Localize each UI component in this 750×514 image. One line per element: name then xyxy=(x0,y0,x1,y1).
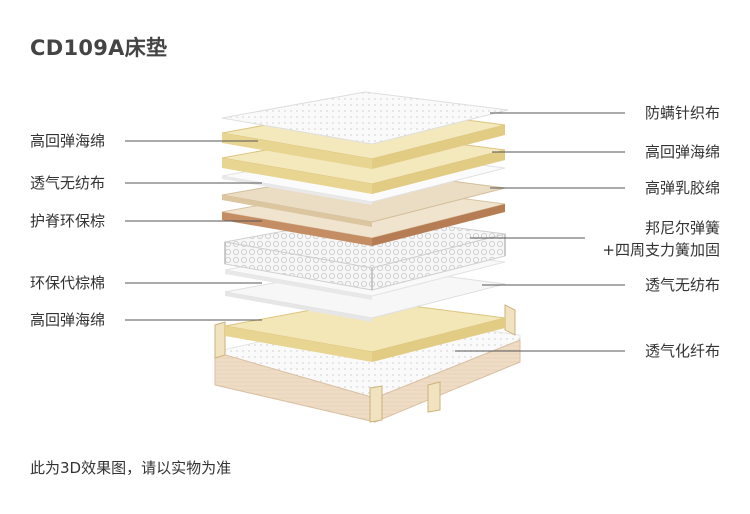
label-left-eco-palm: 护脊环保棕 xyxy=(30,211,105,231)
label-right-breathable-nonwoven: 透气无纺布 xyxy=(645,275,720,295)
label-right-anti-mite-knit: 防螨针织布 xyxy=(645,103,720,123)
label-left-high-resilience-foam-2: 高回弹海绵 xyxy=(30,310,105,330)
label-right-latex: 高弹乳胶绵 xyxy=(645,178,720,198)
label-left-breathable-nonwoven: 透气无纺布 xyxy=(30,173,105,193)
label-right-breathable-synthetic: 透气化纤布 xyxy=(645,341,720,361)
label-left-palm-substitute-cotton: 环保代棕棉 xyxy=(30,273,105,293)
footnote: 此为3D效果图，请以实物为准 xyxy=(30,457,231,478)
label-left-high-resilience-foam-1: 高回弹海绵 xyxy=(30,131,105,151)
label-right-perimeter-reinforcement: +四周支力簧加固 xyxy=(602,240,720,260)
label-right-high-resilience-foam: 高回弹海绵 xyxy=(645,142,720,162)
label-right-bonnell-spring: 邦尼尔弹簧 xyxy=(645,218,720,238)
